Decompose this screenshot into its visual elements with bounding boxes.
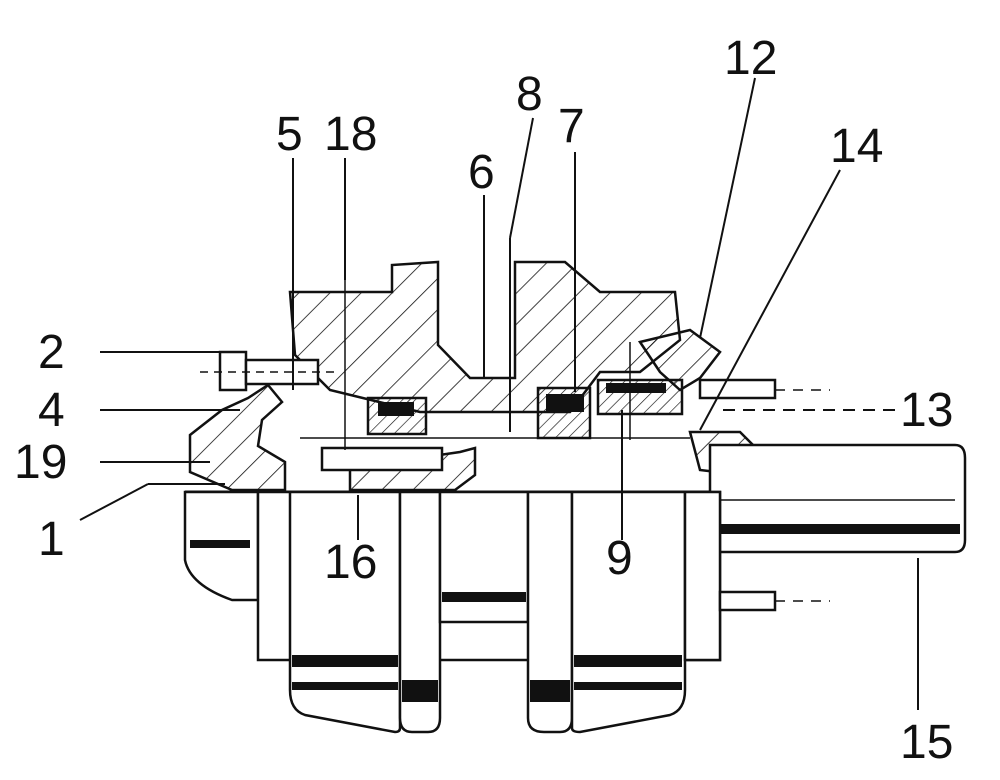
callout-1: 1 [38,513,65,566]
right-ring-band-1 [574,655,682,667]
leader-8 [509,117,534,239]
callout-labels: 1 2 4 5 6 7 8 9 12 13 14 15 16 18 19 [14,32,953,769]
callout-19: 19 [14,436,67,489]
left-tire-ring [288,490,402,734]
right-bearing-roller [546,394,584,412]
callout-15: 15 [900,716,953,769]
left-bearing-roller [378,402,414,416]
left-ring-band-1 [292,655,398,667]
bolt-head [218,350,248,392]
left-rim-band [402,680,438,702]
callout-6: 6 [468,146,495,199]
leader-14 [699,169,841,431]
callout-13: 13 [900,384,953,437]
leader-lines [79,77,919,710]
center-drum [438,490,530,624]
callout-8: 8 [516,68,543,121]
left-flange-shading [190,540,250,548]
lower-exterior-view [183,443,967,734]
carrier-flange-section [188,383,287,492]
left-ring-band-2 [292,682,398,690]
center-drum-band [442,592,526,602]
callout-2: 2 [38,326,65,379]
retaining-bracket [637,328,722,392]
lower-stud [718,590,777,612]
upper-section-view [188,260,830,492]
callout-4: 4 [38,384,65,437]
callout-12: 12 [724,32,777,85]
callout-16: 16 [324,536,377,589]
callout-5: 5 [276,108,303,161]
callout-7: 7 [558,100,585,153]
right-ring-band-2 [574,682,682,690]
callout-9: 9 [606,532,633,585]
right-tire-ring [570,490,687,734]
callout-14: 14 [830,120,883,173]
axle-shaft-shading [720,524,960,534]
right-rim-band [530,680,570,702]
leader-1 [79,483,149,521]
axle-shaft [708,443,967,554]
leader-12 [699,77,756,339]
right-hub-cap [683,490,722,662]
lower-bolt-shank [320,446,444,472]
seal-pack-ring [606,383,666,393]
callout-18: 18 [324,108,377,161]
right-stud [698,378,777,400]
left-wheel-rim [398,490,442,734]
